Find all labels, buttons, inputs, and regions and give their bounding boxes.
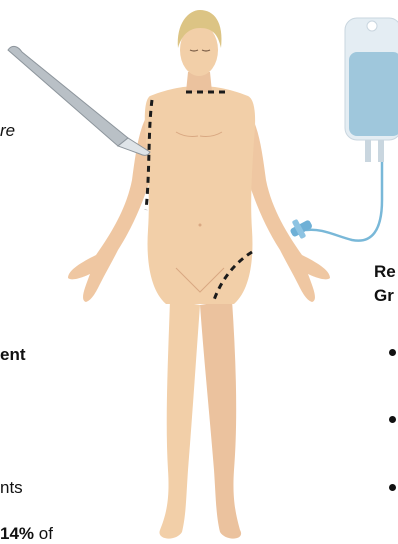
human-figure [68,10,330,539]
torso [145,86,255,304]
iv-catheter-icon [289,219,313,239]
scalpel-icon [8,46,150,155]
right-leg [200,300,241,539]
iv-tube [306,162,382,241]
left-leg [159,300,200,539]
iv-bag-icon [345,18,398,162]
right-arm [246,110,330,302]
